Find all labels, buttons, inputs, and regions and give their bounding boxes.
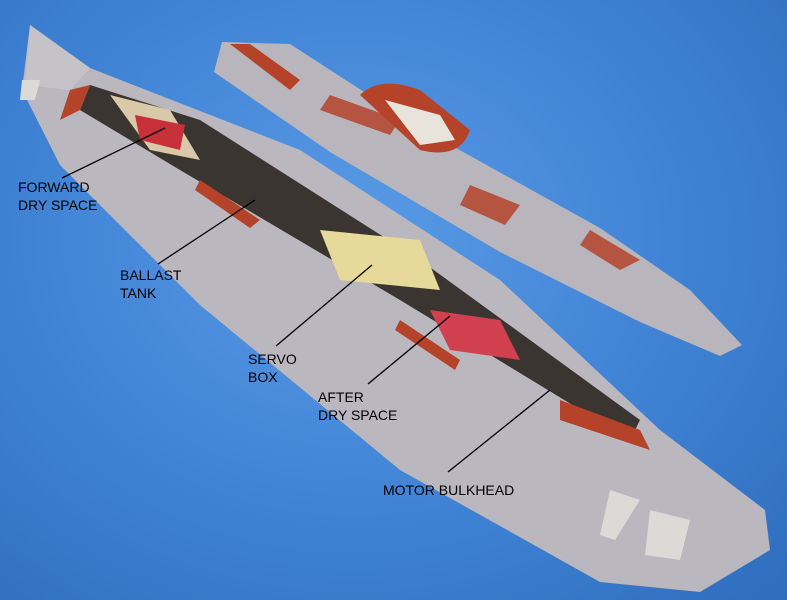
label-line: DRY SPACE	[318, 407, 398, 423]
leader-forward-dry-space	[61, 127, 166, 179]
main-hull	[20, 25, 770, 592]
upper-hull	[214, 42, 742, 356]
leader-lines	[61, 127, 551, 473]
leader-ballast-tank	[157, 199, 256, 265]
label-line: DRY SPACE	[18, 197, 98, 213]
label-line: FORWARD	[18, 179, 90, 195]
servo-box-plate	[320, 230, 440, 290]
fin	[600, 490, 640, 540]
label-servo-box: SERVO BOX	[248, 350, 297, 386]
label-line: AFTER	[318, 389, 364, 405]
label-forward-dry-space: FORWARD DRY SPACE	[18, 178, 97, 214]
label-line: BALLAST	[120, 267, 182, 283]
label-motor-bulkhead: MOTOR BULKHEAD	[383, 481, 514, 499]
label-ballast-tank: BALLAST TANK	[120, 266, 181, 302]
leader-after-dry-space	[367, 315, 451, 385]
label-after-dry-space: AFTER DRY SPACE	[318, 388, 397, 424]
leader-motor-bulkhead	[447, 389, 551, 473]
label-line: SERVO	[248, 351, 297, 367]
label-line: MOTOR BULKHEAD	[383, 482, 515, 498]
label-line: TANK	[120, 285, 157, 301]
label-line: BOX	[248, 369, 278, 385]
leader-servo-box	[275, 264, 373, 347]
